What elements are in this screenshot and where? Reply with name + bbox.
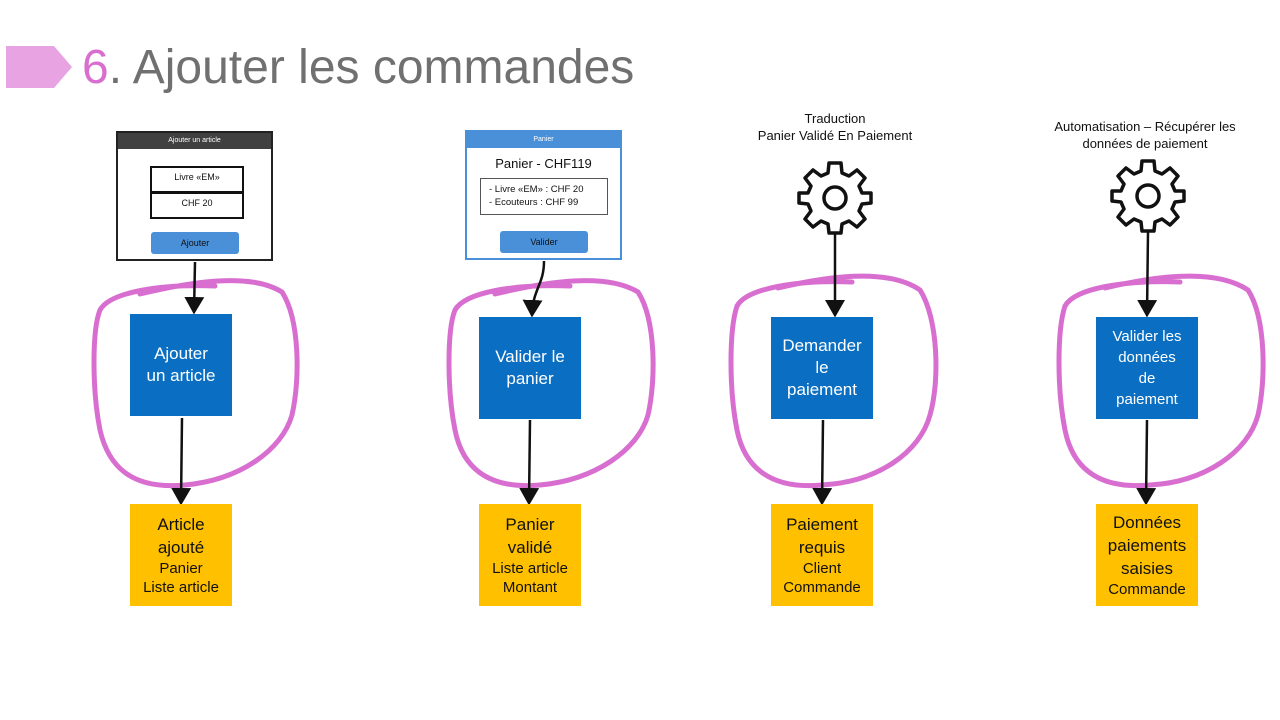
cart-mockup: Panier Panier - CHF119 - Livre «EM» : CH… <box>465 130 622 260</box>
highlight-loop-4 <box>1056 273 1266 489</box>
translation-caption: Traduction Panier Validé En Paiement <box>757 111 913 143</box>
command-validate-payment-data: Valider les données de paiement <box>1096 317 1198 419</box>
arrow-command3-to-event <box>812 419 833 506</box>
highlight-loop-1 <box>91 278 300 489</box>
arrow-command4-to-event <box>1136 419 1157 506</box>
add-button[interactable]: Ajouter <box>151 232 239 254</box>
arrow-command2-to-event <box>519 419 540 506</box>
event-payment-data-entered: Données paiements saisies Commande <box>1096 504 1198 606</box>
mockup-header: Panier <box>467 132 620 148</box>
page-title: 6. Ajouter les commandes <box>82 41 635 94</box>
arrow-mockup1-to-command <box>184 261 205 315</box>
event-article-added: Article ajouté Panier Liste article <box>130 504 232 606</box>
command-add-article: Ajouter un article <box>130 314 232 416</box>
gear-icon <box>797 161 873 235</box>
cart-total: Panier - CHF119 <box>495 156 592 171</box>
article-price-field[interactable]: CHF 20 <box>150 192 244 219</box>
arrow-gear4-to-command <box>1137 231 1158 318</box>
event-payment-required: Paiement requis Client Commande <box>771 504 873 606</box>
validate-button[interactable]: Valider <box>500 231 588 253</box>
automation-caption: Automatisation – Récupérer les données d… <box>1054 119 1236 151</box>
arrow-command1-to-event <box>171 417 192 506</box>
cart-line: - Ecouteurs : CHF 99 <box>489 197 579 208</box>
command-validate-cart: Valider le panier <box>479 317 581 419</box>
mockup-header: Ajouter un article <box>118 133 271 149</box>
cart-line: - Livre «EM» : CHF 20 <box>489 184 584 195</box>
cart-lines: - Livre «EM» : CHF 20 - Ecouteurs : CHF … <box>480 178 608 215</box>
arrow-mockup2-to-command <box>522 260 546 318</box>
command-request-payment: Demander le paiement <box>771 317 873 419</box>
title-chevron-icon <box>6 46 72 88</box>
highlight-loop-2 <box>446 278 656 489</box>
add-article-mockup: Ajouter un article Livre «EM» CHF 20 Ajo… <box>116 131 273 261</box>
article-name-field[interactable]: Livre «EM» <box>150 166 244 193</box>
gear-icon <box>1110 159 1186 233</box>
event-cart-validated: Panier validé Liste article Montant <box>479 504 581 606</box>
